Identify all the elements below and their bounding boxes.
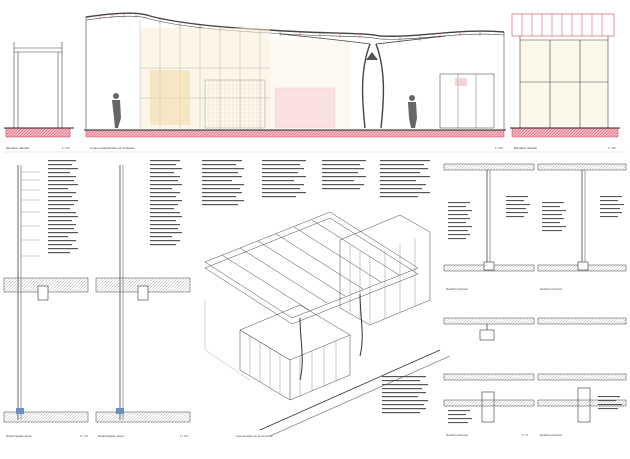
caption-plan-3: Détail horizontal	[446, 433, 468, 437]
legend-notes	[382, 376, 428, 414]
text-column-1	[48, 160, 78, 254]
scale-c: 1 / 50	[608, 146, 616, 150]
person-figure	[112, 93, 417, 128]
vertical-detail-2	[95, 165, 191, 423]
scale-b: 1 / 50	[495, 146, 503, 150]
plan-detail-2	[537, 163, 627, 272]
vertical-detail-1	[3, 165, 89, 423]
caption-plan-1: Détail horizontal	[446, 287, 468, 291]
plan-detail-4	[537, 317, 627, 423]
long-section	[84, 12, 506, 138]
caption-axonometric: Axonométrie de la structure	[236, 434, 273, 438]
caption-left-elevation: Élévation latérale	[6, 145, 29, 150]
scale-a: 1 / 50	[62, 146, 70, 150]
caption-long-section: Coupe longitudinale sur la façade	[90, 146, 135, 150]
axonometric-structure	[204, 211, 451, 437]
scale-f: 1 / 5	[522, 433, 528, 437]
plan-detail-3	[443, 317, 535, 424]
scale-e: 1 / 10	[180, 434, 188, 438]
caption-plan-4: Détail horizontal	[540, 433, 562, 437]
plan-detail-1	[443, 163, 535, 272]
caption-right-elevation: Élévation latérale	[514, 145, 537, 150]
text-column-2	[150, 160, 182, 246]
scale-d: 1 / 10	[80, 434, 88, 438]
caption-detail-1: Détail façade vitrée	[6, 434, 32, 438]
elevation-left	[4, 42, 74, 138]
notes-block	[202, 160, 430, 206]
caption-detail-2: Détail façade vitrée	[98, 434, 124, 438]
elevation-right	[510, 13, 620, 138]
caption-plan-2: Détail horizontal	[540, 287, 562, 291]
